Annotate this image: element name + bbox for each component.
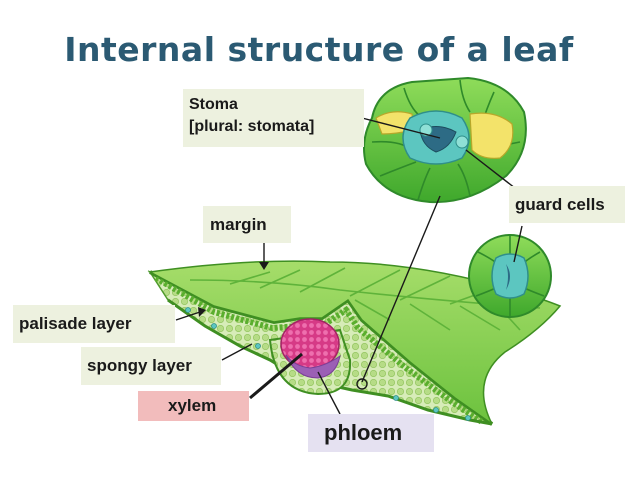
stoma-label: Stoma [plural: stomata] (183, 89, 364, 147)
phloem-region (285, 354, 341, 379)
spongy-leader (221, 343, 253, 361)
guard-cell-nucleus-2 (455, 135, 469, 149)
xylem-label: xylem (138, 391, 249, 421)
phloem-label: phloem (308, 414, 434, 452)
stoma-label-line1: Stoma (189, 96, 238, 113)
phloem-leader (317, 371, 341, 415)
guard-cells-label: guard cells (509, 186, 625, 223)
leaf-cross-section (147, 260, 562, 426)
inset-pore (506, 264, 510, 290)
stoma-yellow-cells (469, 112, 514, 159)
inset-guard-cells (491, 253, 529, 299)
margin-arrowhead (259, 262, 269, 270)
palisade-arrowhead (198, 307, 206, 317)
page-title: Internal structure of a leaf (64, 30, 574, 69)
stoma-to-section-leader (361, 195, 441, 383)
palisade-layer-label: palisade layer (13, 305, 175, 343)
guard-cells-inset (468, 234, 552, 318)
palisade-leader (175, 311, 201, 321)
guard-cells-leader (465, 149, 521, 193)
spongy-layer-label: spongy layer (81, 347, 221, 385)
stoma-label-line2: [plural: stomata] (189, 118, 315, 135)
palisade-band (154, 275, 484, 425)
margin-label: margin (203, 206, 291, 243)
guard-cells-leader-2 (513, 225, 523, 263)
stoma-section-marker (356, 378, 368, 390)
leader-lines (175, 117, 523, 415)
xylem-leader (249, 352, 303, 400)
lower-stomata (185, 307, 471, 421)
stoma-leader (361, 117, 441, 139)
stoma-closeup (363, 76, 527, 204)
